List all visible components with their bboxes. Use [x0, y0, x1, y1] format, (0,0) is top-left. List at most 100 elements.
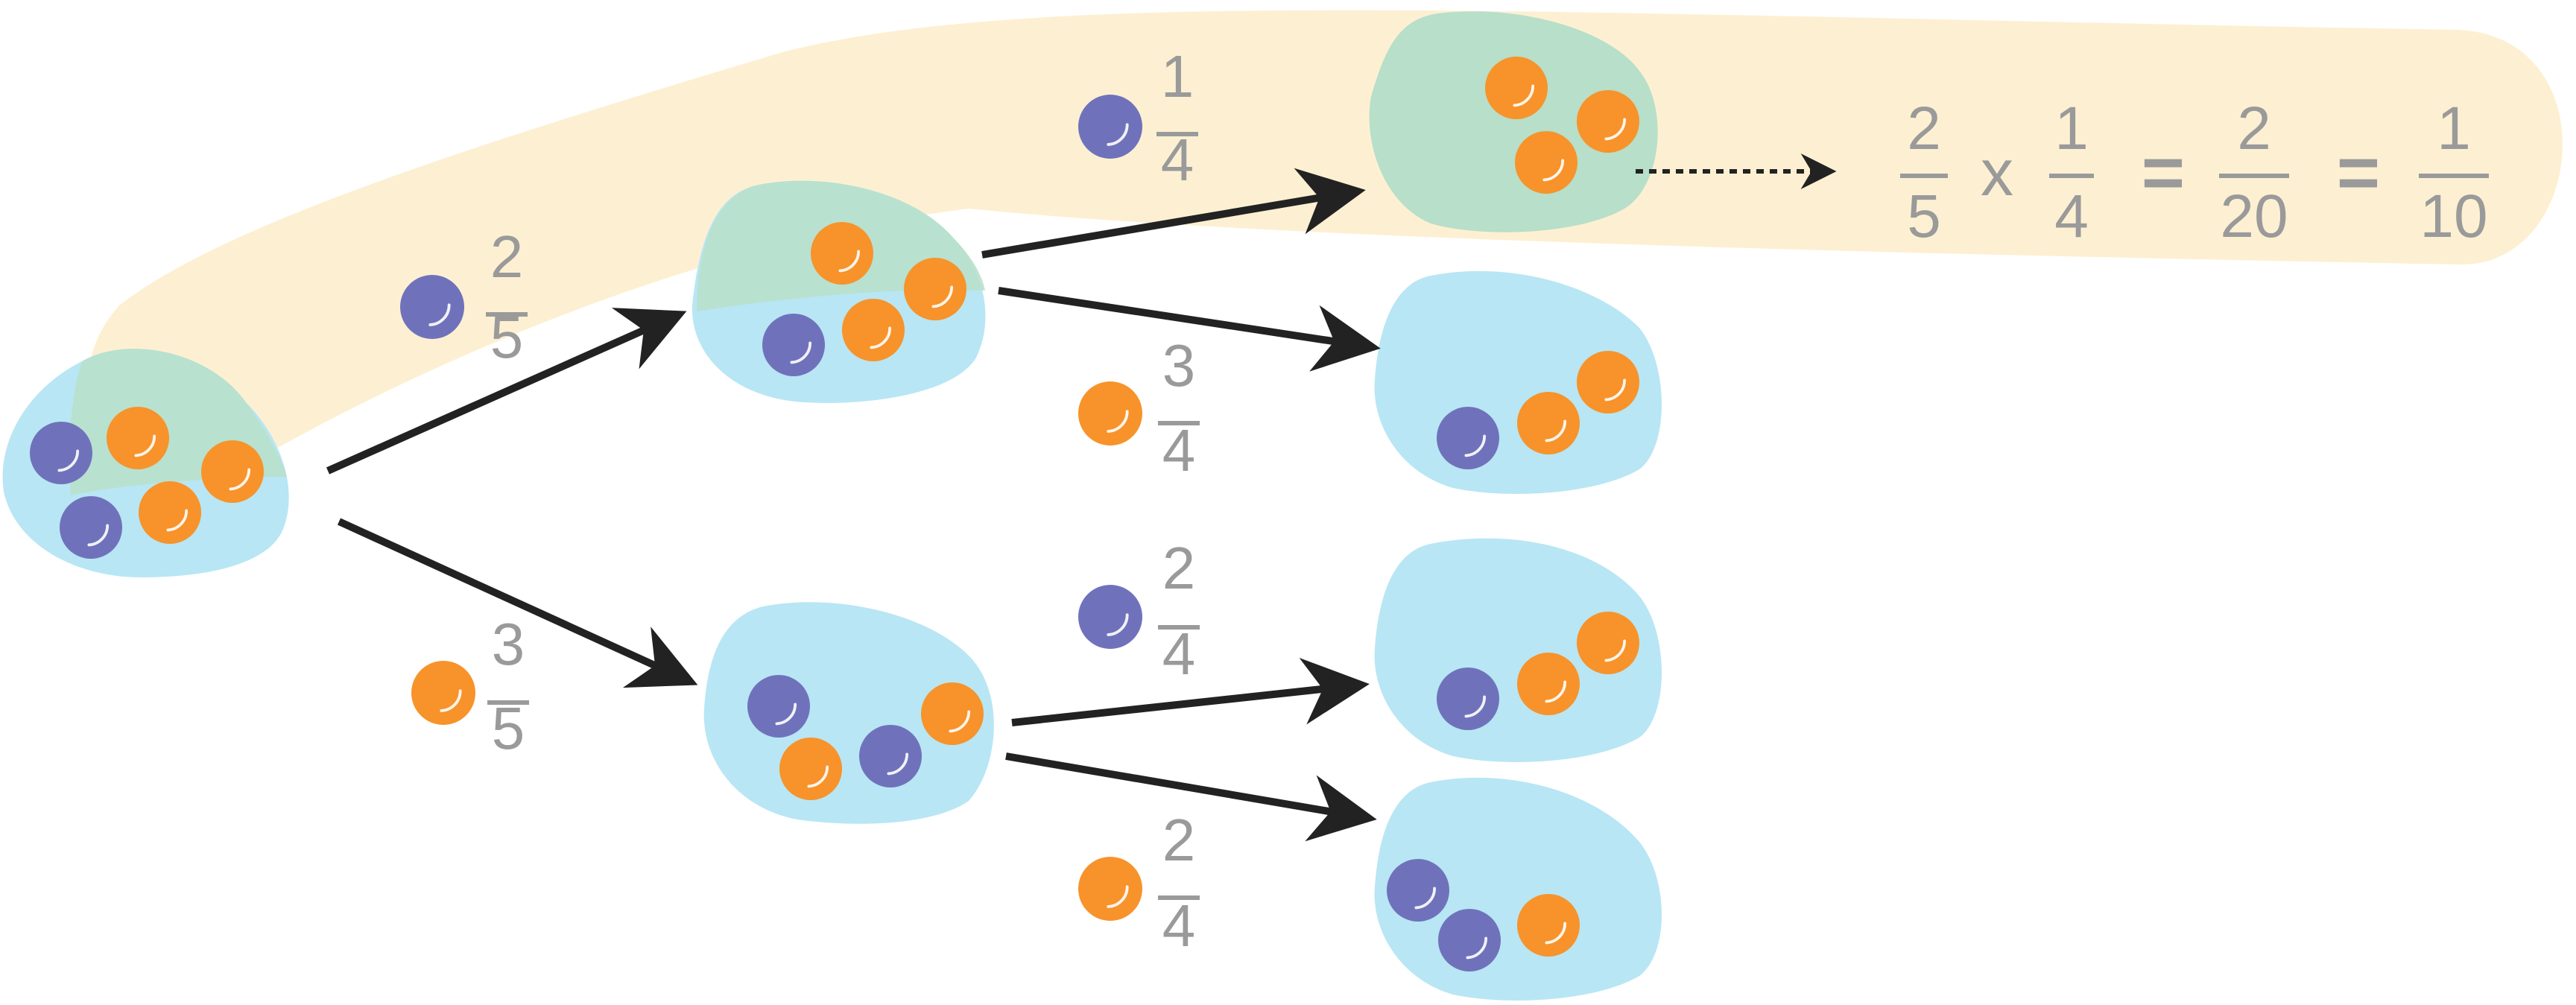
ball-root-4: [139, 481, 201, 544]
branch-numerator-purple-then-orange: 3: [1162, 332, 1196, 399]
ball-purple-purple-0-shine: [1513, 84, 1535, 107]
arrow-purple-then-orange: [998, 287, 1381, 372]
ball-after-purple-3-body: [842, 299, 905, 361]
ball-root-3-shine: [87, 524, 110, 547]
equation-result: 2 20: [2219, 95, 2289, 250]
equation-term2: 1 4: [2049, 95, 2094, 250]
branch-ball-orange-then-purple-body: [1078, 585, 1142, 649]
ball-purple-orange-2: [1517, 392, 1580, 454]
ball-purple-orange-1: [1437, 407, 1499, 469]
branch-label-orange-then-orange: 24: [1078, 807, 1200, 959]
ball-after-orange-2: [859, 725, 922, 787]
ball-purple-orange-2-body: [1517, 392, 1580, 454]
ball-after-purple-0: [811, 222, 873, 285]
bag-purple-purple: [1369, 11, 1658, 232]
ball-after-purple-2-body: [762, 314, 825, 376]
ball-orange-purple-2-body: [1517, 653, 1580, 715]
branch-numerator-purple-then-purple: 1: [1161, 43, 1194, 110]
branch-numerator-first-orange: 3: [492, 611, 525, 677]
ball-after-purple-1-shine: [931, 285, 954, 308]
ball-orange-orange-1: [1438, 909, 1501, 971]
arrow-orange-then-orange: [1005, 752, 1377, 842]
ball-root-4-body: [139, 481, 201, 544]
ball-after-purple-3-shine: [870, 326, 892, 349]
ball-after-orange-1-body: [779, 738, 842, 800]
arrow-purple-then-purple: [981, 168, 1366, 259]
ball-orange-orange-2: [1517, 894, 1580, 957]
ball-purple-orange-1-shine: [1464, 434, 1487, 457]
ball-orange-purple-2: [1517, 653, 1580, 715]
ball-orange-orange-0: [1387, 859, 1449, 922]
ball-after-purple-2-shine: [790, 341, 812, 364]
ball-root-0-shine: [57, 449, 80, 472]
equation-term2-numerator: 1: [2054, 95, 2089, 162]
ball-purple-orange-1-body: [1437, 407, 1499, 469]
ball-purple-purple-0-body: [1485, 57, 1548, 119]
equation-term1-denominator: 5: [1907, 183, 1941, 250]
equation: 2 5 x 1 4 = 2 20 = 1 10: [1900, 95, 2489, 250]
equation-simplified-denominator: 10: [2420, 183, 2487, 250]
branch-label-first-purple: 25: [400, 223, 528, 370]
ball-after-orange-1-shine: [807, 765, 829, 788]
ball-orange-purple-1-body: [1437, 668, 1499, 730]
branch-ball-first-orange-shine: [440, 689, 462, 712]
ball-purple-orange-0-shine: [1604, 378, 1627, 402]
ball-after-orange-1: [779, 738, 842, 800]
ball-after-orange-0-shine: [775, 703, 797, 726]
ball-after-purple-1: [904, 258, 966, 320]
branch-ball-purple-then-purple-shine: [1107, 123, 1129, 146]
ball-purple-purple-1-body: [1577, 90, 1639, 153]
equation-term2-denominator: 4: [2054, 183, 2089, 250]
branch-denominator-first-purple: 5: [490, 304, 524, 370]
equation-equals-2: =: [2337, 131, 2380, 215]
ball-purple-orange-0: [1577, 351, 1639, 413]
ball-orange-orange-1-shine: [1466, 936, 1488, 960]
branch-ball-first-purple-body: [400, 275, 464, 339]
branch-label-first-orange: 35: [411, 611, 529, 761]
ball-after-orange-3-body: [921, 682, 984, 745]
ball-orange-orange-0-shine: [1414, 887, 1437, 910]
branch-ball-purple-then-orange-shine: [1107, 410, 1129, 433]
ball-purple-purple-2-body: [1515, 131, 1577, 194]
ball-after-orange-3-shine: [949, 710, 971, 733]
branch-ball-orange-then-orange-shine: [1107, 885, 1129, 908]
branch-numerator-first-purple: 2: [490, 223, 524, 290]
ball-purple-purple-0: [1485, 57, 1548, 119]
ball-after-purple-3: [842, 299, 905, 361]
ball-orange-orange-2-shine: [1545, 922, 1567, 945]
branch-label-purple-then-purple: 14: [1078, 43, 1198, 193]
ball-root-1: [107, 407, 169, 469]
ball-root-4-shine: [166, 509, 189, 532]
ball-purple-purple-1: [1577, 90, 1639, 153]
ball-root-0-body: [30, 422, 92, 484]
ball-after-purple-2: [762, 314, 825, 376]
ball-after-orange-0-body: [747, 675, 810, 738]
ball-orange-purple-1-shine: [1464, 695, 1487, 718]
branch-ball-purple-then-orange-body: [1078, 381, 1142, 446]
branch-numerator-orange-then-orange: 2: [1162, 807, 1196, 873]
ball-purple-orange-2-shine: [1545, 419, 1567, 443]
branch-ball-purple-then-purple-body: [1078, 95, 1142, 159]
branch-ball-first-purple: [400, 275, 464, 339]
ball-orange-orange-0-body: [1387, 859, 1449, 922]
equation-times: x: [1981, 136, 2013, 209]
branch-ball-orange-then-purple: [1078, 585, 1142, 649]
ball-root-1-body: [107, 407, 169, 469]
ball-orange-purple-0: [1577, 612, 1639, 674]
ball-purple-purple-1-shine: [1604, 118, 1627, 141]
equation-term1-numerator: 2: [1907, 95, 1941, 162]
branch-numerator-orange-then-purple: 2: [1162, 535, 1196, 601]
equation-result-denominator: 20: [2220, 183, 2288, 250]
branch-denominator-purple-then-purple: 4: [1161, 127, 1194, 193]
equation-term1: 2 5: [1900, 95, 1948, 250]
ball-orange-purple-0-body: [1577, 612, 1639, 674]
ball-root-2-body: [201, 440, 264, 503]
ball-after-purple-0-shine: [838, 250, 861, 273]
branch-ball-first-orange-body: [411, 661, 475, 725]
arrow-first-orange: [337, 518, 698, 688]
ball-root-0: [30, 422, 92, 484]
ball-orange-purple-0-shine: [1604, 639, 1627, 662]
branch-denominator-first-orange: 5: [492, 695, 525, 761]
